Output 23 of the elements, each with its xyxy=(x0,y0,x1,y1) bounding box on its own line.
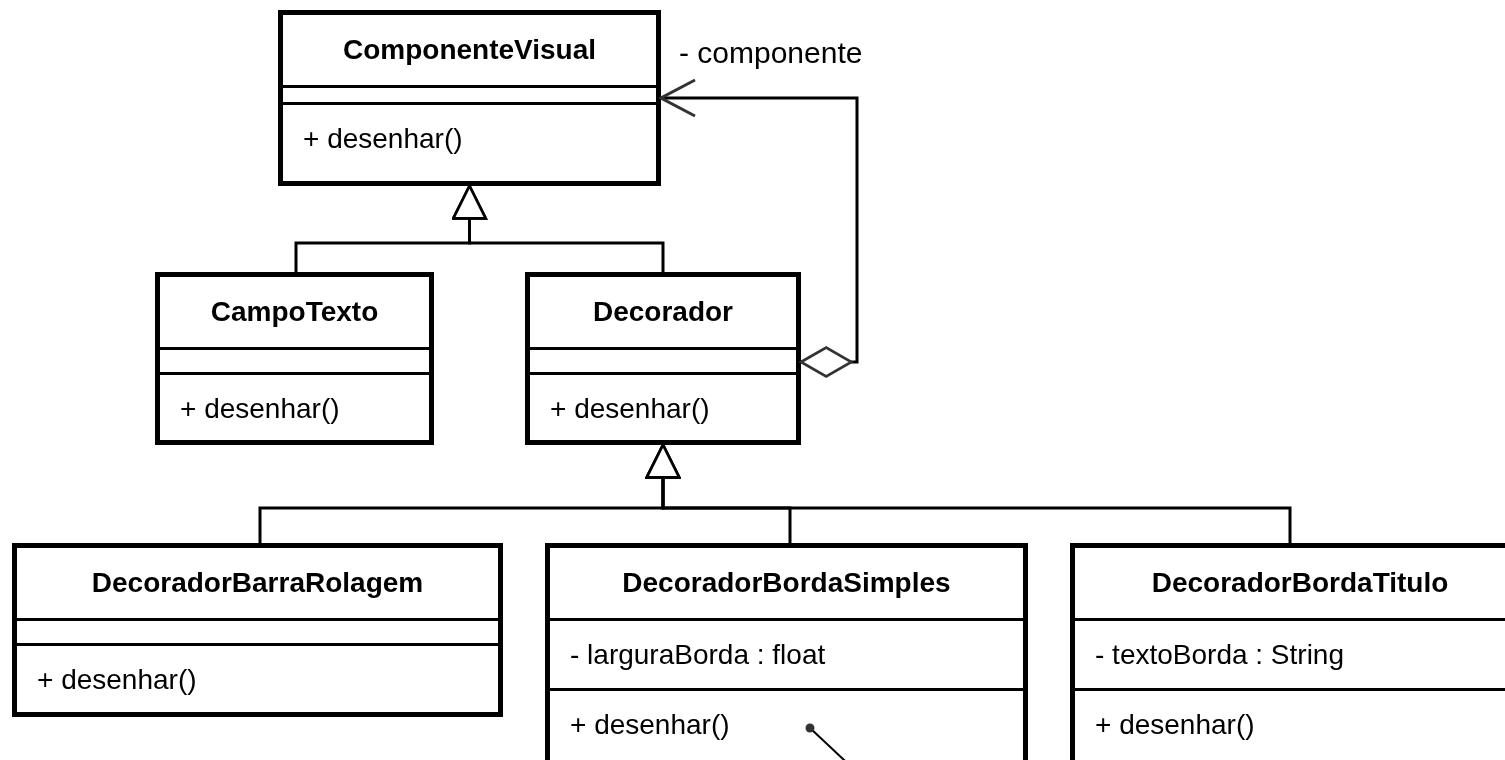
attribute-text: - textoBorda : String xyxy=(1095,637,1344,672)
class-name: CampoTexto xyxy=(210,295,379,329)
method-text: + desenhar() xyxy=(550,395,710,423)
method-text: + desenhar() xyxy=(1095,711,1255,739)
class-box xyxy=(1070,543,1505,760)
class-name: DecoradorBordaTitulo xyxy=(1151,566,1449,600)
method-text: + desenhar() xyxy=(180,395,340,423)
attribute-text: - larguraBorda : float xyxy=(570,637,826,672)
class-box xyxy=(278,10,661,186)
inheritance-arrow xyxy=(645,443,1292,543)
class-name: Decorador xyxy=(592,295,733,329)
class-name: DecoradorBordaSimples xyxy=(622,566,951,600)
method-text: + desenhar() xyxy=(570,711,730,739)
class-box xyxy=(12,543,503,717)
method-text: + desenhar() xyxy=(303,125,463,153)
class-box xyxy=(525,272,801,445)
class-name: ComponenteVisual xyxy=(342,33,597,67)
class-name: DecoradorBarraRolagem xyxy=(91,566,424,600)
aggregation-arrow xyxy=(659,78,859,378)
inheritance-arrow xyxy=(451,184,665,272)
class-box xyxy=(545,543,1028,760)
method-text: + desenhar() xyxy=(37,666,197,694)
class-box xyxy=(155,272,434,445)
